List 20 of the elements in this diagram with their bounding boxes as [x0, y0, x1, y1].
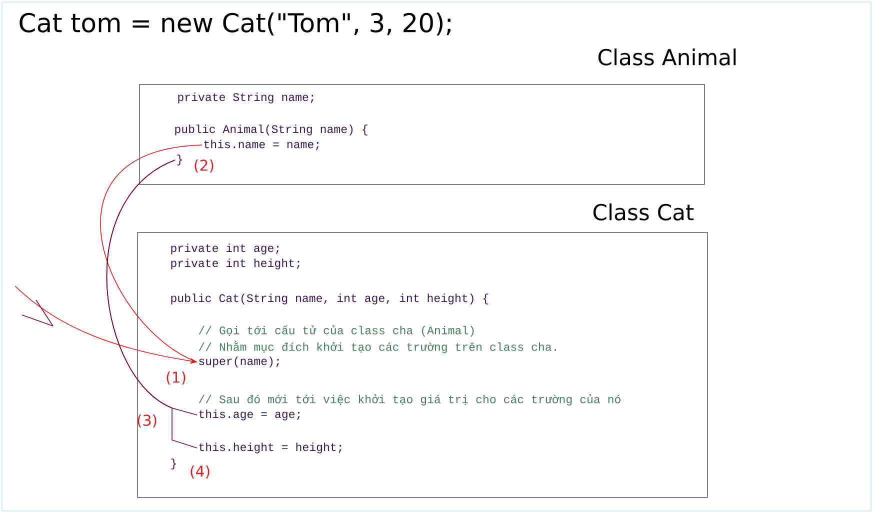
code-line: this.name = name;: [204, 140, 319, 150]
step-number: (4): [190, 465, 210, 479]
class-heading: Class Animal: [598, 48, 736, 66]
code-line: this.age = age;: [199, 410, 300, 420]
step-number: (1): [166, 371, 186, 385]
code-comment: // Nhằm mục đích khởi tạo các trường trên class cha.: [198, 340, 556, 354]
class-heading: Class Cat: [593, 204, 694, 220]
code-line: private String name;: [178, 92, 314, 104]
code-line: super(name);: [199, 356, 279, 368]
code-comment: // Sau đó mới tới việc khởi tạo giá trị cho các trường của nó: [198, 394, 620, 406]
code-line: private int height;: [171, 258, 300, 270]
code-line: this.height = height;: [199, 442, 342, 454]
code-comment: // Gọi tới cấu tử của class cha (Animal): [198, 325, 474, 337]
code-line: public Cat(String name, int age, int height) {: [171, 294, 488, 304]
code-line: public Animal(String name) {: [175, 124, 368, 136]
code-line: }: [177, 154, 182, 166]
code-line: private int age;: [171, 244, 279, 254]
code-heading: Cat tom = new Cat("Tom", 3, 20);: [20, 12, 450, 36]
step-number: (2): [194, 159, 214, 173]
code-line: }: [171, 458, 176, 470]
